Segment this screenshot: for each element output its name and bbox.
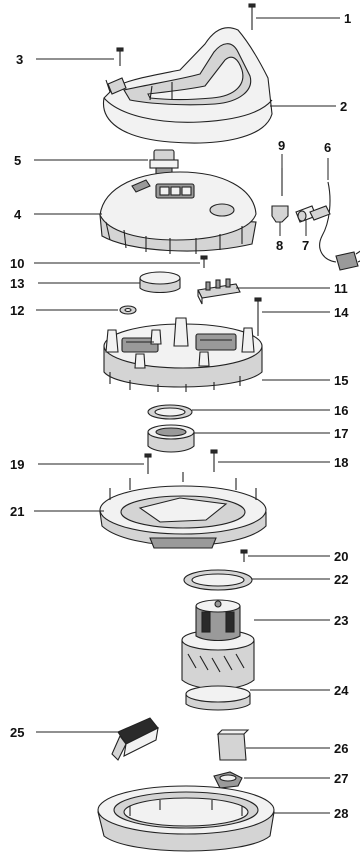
callout-15: 15 [334, 373, 348, 388]
part-19-screw [144, 453, 152, 474]
callout-6: 6 [324, 140, 331, 155]
part-14-screw [254, 297, 262, 336]
part-15-circuit-base [103, 317, 263, 392]
callout-5: 5 [14, 153, 21, 168]
part-21-mounting-frame [99, 472, 267, 549]
callout-2: 2 [340, 99, 347, 114]
part-24-ring [185, 685, 251, 711]
callout-9: 9 [278, 138, 285, 153]
leader-lines [34, 17, 340, 814]
part-8-clip [271, 205, 289, 223]
part-18-screw [210, 449, 218, 472]
callout-12: 12 [10, 303, 24, 318]
part-27-clip-ring [213, 771, 243, 789]
callout-17: 17 [334, 426, 348, 441]
part-26-filter-block [216, 729, 250, 761]
callout-3: 3 [16, 52, 23, 67]
part-28-base [97, 785, 275, 852]
callout-4: 4 [14, 207, 22, 222]
callout-19: 19 [10, 457, 24, 472]
callout-14: 14 [334, 305, 349, 320]
part-3-screw [116, 47, 124, 66]
part-17-bushing [147, 424, 195, 453]
callout-8: 8 [276, 238, 283, 253]
callout-1: 1 [344, 11, 351, 26]
part-4-upper-housing [99, 171, 257, 254]
callout-23: 23 [334, 613, 348, 628]
part-20-screw [240, 549, 248, 562]
callout-10: 10 [10, 256, 24, 271]
callout-11: 11 [334, 281, 348, 296]
callout-20: 20 [334, 549, 348, 564]
part-6-power-cord [309, 181, 360, 271]
callout-13: 13 [10, 276, 24, 291]
callout-16: 16 [334, 403, 348, 418]
callout-26: 26 [334, 741, 348, 756]
part-25-latch [111, 717, 159, 761]
part-22-gasket [183, 569, 253, 591]
callout-numbers: 1 2 3 4 5 6 7 8 9 10 11 12 13 14 15 16 1… [10, 11, 351, 821]
part-16-ring [147, 404, 193, 420]
part-1-screw [248, 3, 256, 30]
part-23-motor [181, 599, 255, 690]
callout-22: 22 [334, 572, 348, 587]
callout-27: 27 [334, 771, 348, 786]
part-10-screw [200, 255, 208, 268]
part-13-filter-pad [139, 271, 181, 294]
part-11-terminal-block [197, 278, 241, 305]
callout-25: 25 [10, 725, 24, 740]
part-2-handle-cover [102, 27, 273, 144]
callout-7: 7 [302, 238, 309, 253]
callout-18: 18 [334, 455, 348, 470]
callout-28: 28 [334, 806, 348, 821]
callout-24: 24 [334, 683, 349, 698]
part-12-small-ring [119, 305, 137, 315]
callout-21: 21 [10, 504, 24, 519]
